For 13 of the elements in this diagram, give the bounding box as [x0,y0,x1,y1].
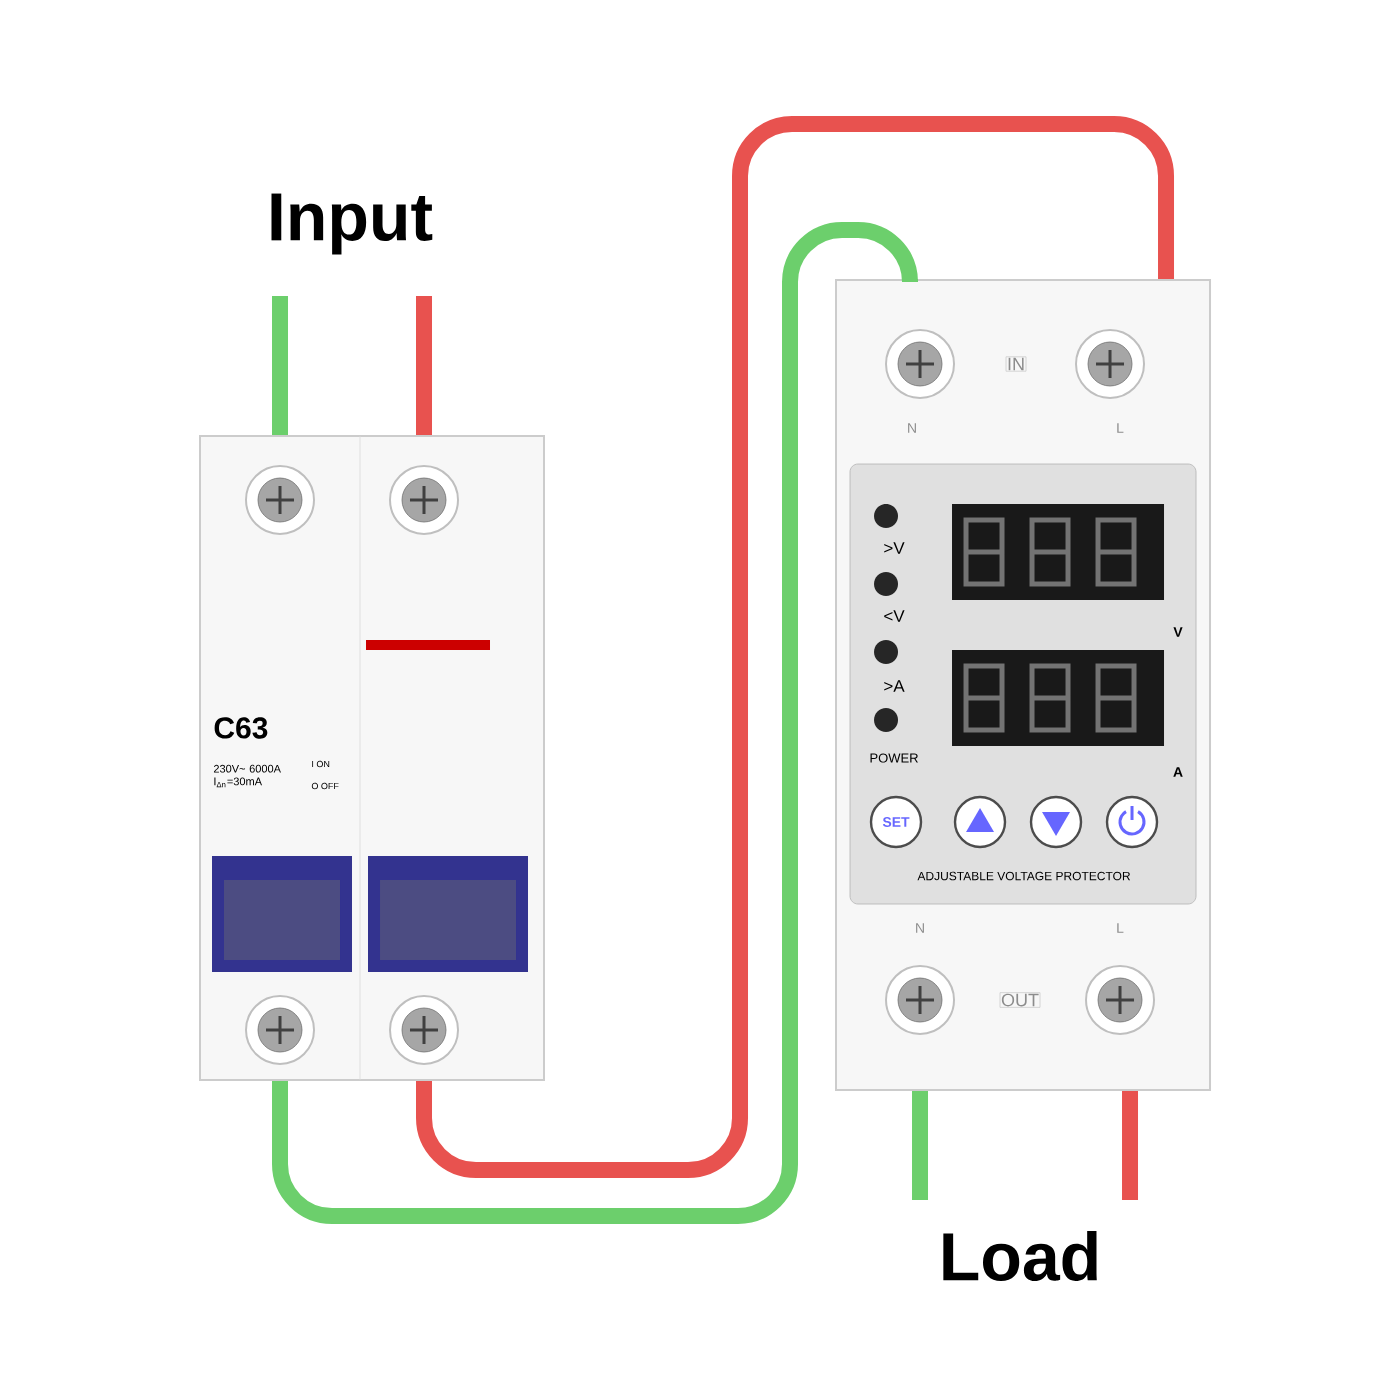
wire [1122,1091,1138,1200]
rating-text: C63 [214,717,268,739]
wire [416,116,1174,1178]
led-label: >V [884,542,905,554]
heading-label: Load [943,1231,1097,1281]
wire [416,296,432,435]
wire [272,296,288,435]
wire [912,1091,928,1200]
heading-label: Input [271,193,433,255]
led-label: <V [884,610,905,622]
terminal-label: OUT [999,992,1041,1008]
terminal-label: IN [1005,356,1027,372]
led-label: >A [884,680,905,692]
